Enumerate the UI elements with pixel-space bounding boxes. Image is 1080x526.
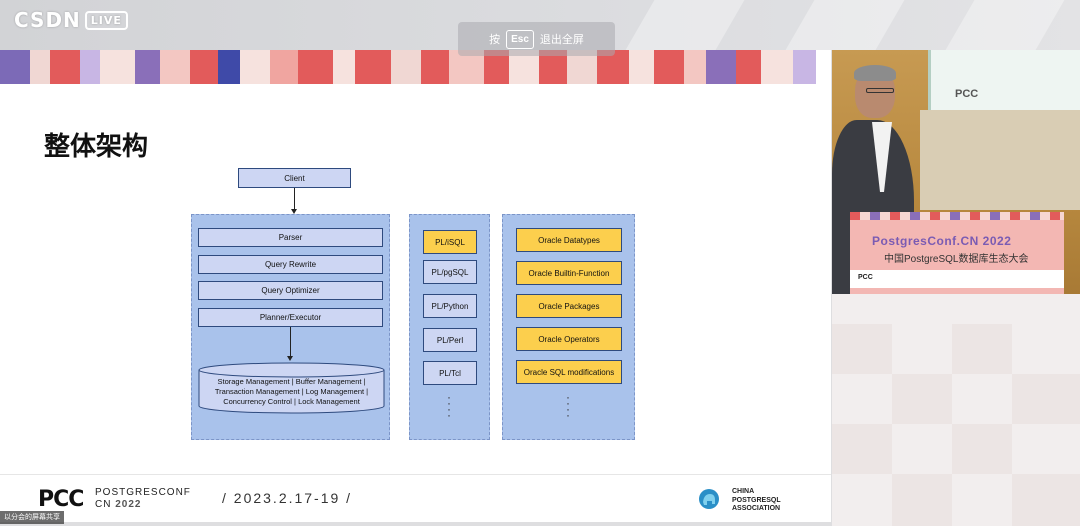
oracle-box: Oracle Builtin-Function (516, 261, 622, 285)
podium-title: PostgresConf.CN 2022 (872, 234, 1012, 248)
lang-box: PL/Tcl (423, 361, 477, 385)
arrow-down (291, 188, 297, 214)
storage-line: Storage Management | Buffer Management | (217, 377, 366, 386)
esc-prefix: 按 (489, 34, 501, 46)
pcc-cn: CN (95, 499, 112, 510)
speaker-glasses (866, 88, 894, 93)
background-screen: PCC (928, 50, 1080, 110)
decor-stripe (945, 0, 1065, 50)
footer-divider (0, 474, 831, 475)
decor-band (0, 50, 831, 84)
oracle-box: Oracle SQL modifications (516, 360, 622, 384)
logo-text: CSDN (14, 8, 81, 32)
speaker-hair (854, 65, 896, 81)
assoc-line: POSTGRESQL (732, 496, 781, 504)
query-rewrite-box: Query Rewrite (198, 255, 383, 274)
screen-share-tag: 以分会的屏幕共享 (0, 511, 64, 524)
storage-line: Concurrency Control | Lock Management (223, 397, 360, 406)
esc-suffix: 退出全屏 (539, 34, 584, 46)
query-optimizer-box: Query Optimizer (198, 281, 383, 300)
screen-logo: PCC (955, 88, 979, 100)
association-name: CHINA POSTGRESQL ASSOCIATION (732, 488, 781, 514)
oracle-box: Oracle Datatypes (516, 228, 622, 252)
decor-checker (832, 294, 1080, 526)
storage-line: Transaction Management | Log Management … (214, 387, 369, 396)
client-box: Client (238, 168, 351, 188)
exit-fullscreen-hint[interactable]: 按 Esc 退出全屏 (458, 22, 615, 56)
pcc-conf-name: POSTGRESCONF CN 2022 (95, 487, 191, 511)
speaker-video[interactable]: PCC PostgresConf.CN 2022 中国PostgreSQL数据库… (832, 50, 1080, 294)
podium-pcc: PCC (858, 274, 873, 281)
storage-cylinder (198, 362, 385, 414)
pcc-logo: PCC (38, 487, 84, 512)
more-dots: ···· (566, 390, 570, 422)
elephant-icon (699, 489, 719, 509)
arrow-down (287, 327, 293, 361)
lang-box: PL/Perl (423, 328, 477, 352)
pcc-name: POSTGRESCONF (95, 487, 191, 498)
live-badge: LIVE (84, 11, 128, 30)
podium: PostgresConf.CN 2022 中国PostgreSQL数据库生态大会… (850, 212, 1064, 294)
decor-stripe (785, 0, 905, 50)
lang-box: PL/Python (423, 294, 477, 318)
background-wall (920, 110, 1080, 210)
assoc-line: CHINA (732, 488, 755, 495)
oracle-box: Oracle Packages (516, 294, 622, 318)
storage-text: Storage Management | Buffer Management |… (198, 377, 385, 407)
lang-box: PL/iSQL (423, 230, 477, 254)
assoc-line: ASSOCIATION (732, 505, 781, 512)
pcc-year: 2022 (115, 499, 142, 510)
parser-box: Parser (198, 228, 383, 247)
podium-subtitle: 中国PostgreSQL数据库生态大会 (884, 254, 1029, 265)
more-dots: ···· (447, 390, 451, 422)
slide-title: 整体架构 (44, 132, 149, 162)
esc-key: Esc (506, 29, 534, 49)
lang-box: PL/pgSQL (423, 260, 477, 284)
conference-date: / 2023.2.17-19 / (222, 490, 353, 506)
presentation-slide: 整体架构 Client Parser Query Rewrite Query O… (0, 50, 831, 522)
podium-pattern (850, 212, 1064, 220)
planner-executor-box: Planner/Executor (198, 308, 383, 327)
podium-footer: PCC (850, 270, 1064, 288)
decor-stripe (625, 0, 745, 50)
oracle-box: Oracle Operators (516, 327, 622, 351)
